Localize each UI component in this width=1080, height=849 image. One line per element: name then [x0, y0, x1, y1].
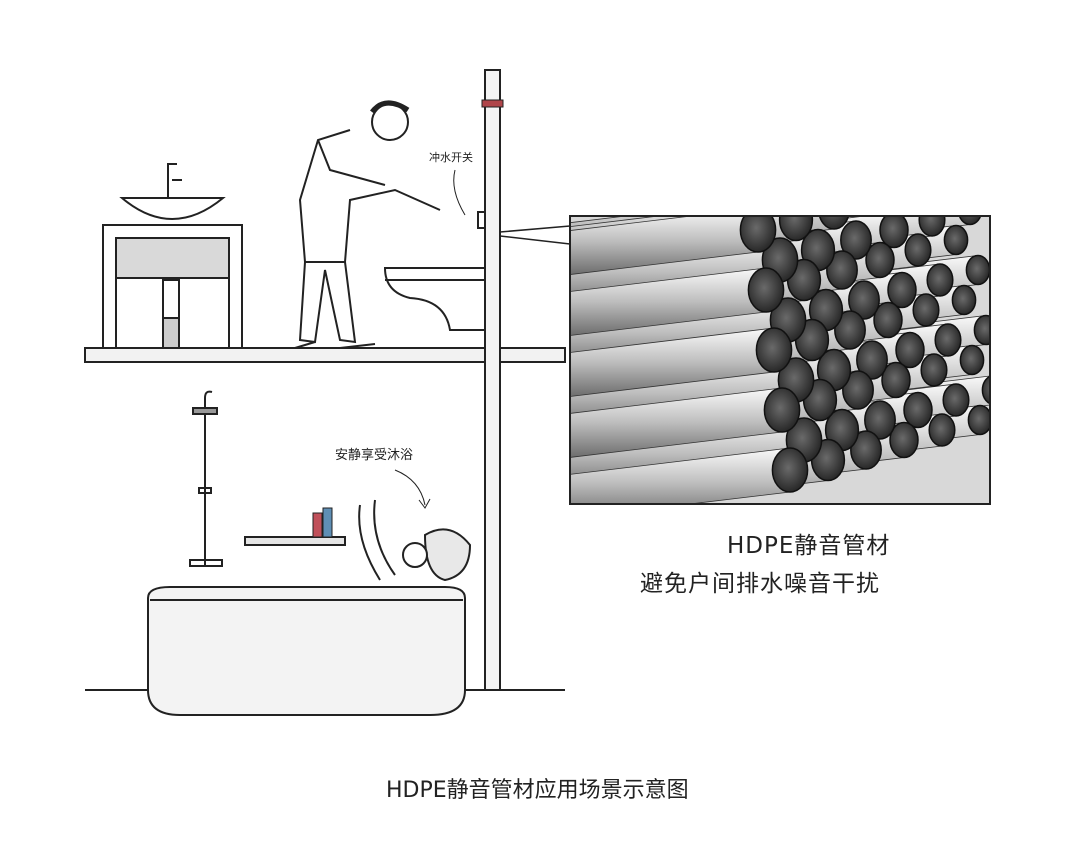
pipe-end — [926, 263, 954, 297]
pipe-end — [973, 314, 990, 346]
callout-pointer — [499, 225, 571, 245]
bath-note-label: 安静享受沐浴 — [335, 448, 414, 463]
woman-figure — [358, 499, 472, 582]
pipe-end — [920, 353, 948, 387]
pipe-end — [842, 370, 874, 410]
pipe-end — [834, 310, 866, 350]
pipe-end — [771, 447, 809, 493]
pipe-end — [912, 293, 940, 327]
pipe-end — [887, 271, 917, 309]
pipe-end — [981, 375, 990, 405]
pipe-end — [864, 400, 896, 440]
pipe-end — [951, 284, 977, 316]
pipe-end — [881, 361, 911, 399]
pipe-end — [918, 216, 946, 237]
pipe-end — [928, 413, 956, 447]
pipe-end — [904, 233, 932, 267]
pipe-end — [747, 267, 785, 313]
pipe-stack — [570, 216, 990, 504]
pipe-end — [934, 323, 962, 357]
figure-caption: HDPE静音管材应用场景示意图 — [386, 778, 689, 803]
product-title: HDPE静音管材 — [727, 533, 891, 559]
upper-floor-slab — [84, 347, 566, 363]
pipe-end — [967, 404, 990, 436]
pipe-end — [850, 430, 882, 470]
pipe-end — [755, 327, 793, 373]
pipe-end — [942, 383, 970, 417]
toilet — [383, 211, 486, 331]
pipe-end — [959, 344, 985, 376]
pipe-end — [840, 220, 872, 260]
pipe-end — [826, 250, 858, 290]
pipe-end — [889, 421, 919, 459]
pipe-end — [778, 216, 814, 242]
pipe-end — [763, 387, 801, 433]
pipe-end — [739, 216, 777, 253]
pipe-end — [818, 216, 850, 230]
pipe-end — [848, 280, 880, 320]
flush-switch-label: 冲水开关 — [429, 151, 473, 164]
pipe-end — [856, 340, 888, 380]
shelf — [244, 536, 346, 546]
product-description: 避免户间排水噪音干扰 — [640, 571, 880, 597]
drain-pipe — [484, 69, 501, 691]
pipe-end — [895, 331, 925, 369]
pipe-end — [865, 241, 895, 279]
pipe-end — [965, 254, 990, 286]
man-figure — [294, 100, 441, 349]
pipe-end — [879, 216, 909, 249]
bathtub — [147, 586, 466, 716]
pipe-end — [943, 224, 969, 256]
pipe-band — [481, 99, 504, 108]
shower — [189, 390, 223, 567]
pipe-end — [903, 391, 933, 429]
pipe-end — [958, 216, 982, 226]
pipe-end — [873, 301, 903, 339]
sink-cabinet — [102, 163, 243, 349]
